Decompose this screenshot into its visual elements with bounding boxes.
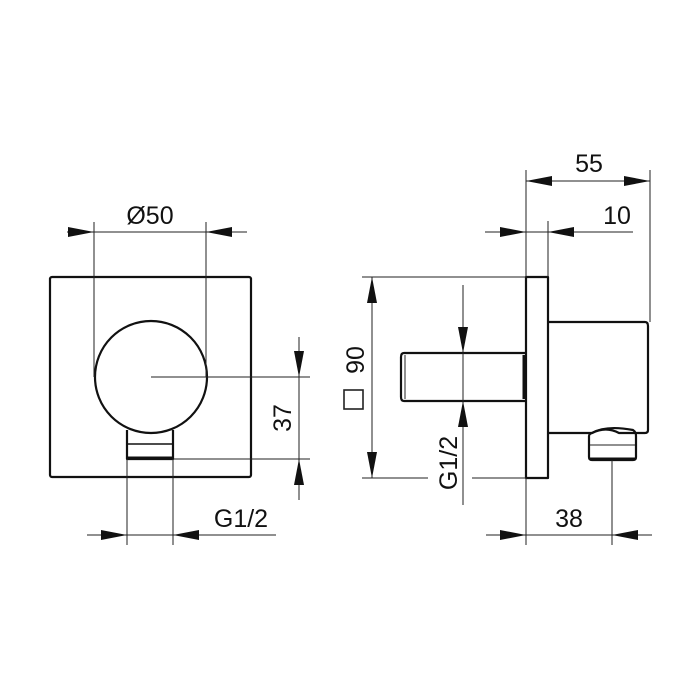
thread-label-front: G1/2	[214, 505, 268, 533]
square-size-label: 90	[342, 346, 370, 374]
thread-dimension-side: G1/2	[435, 285, 468, 505]
square-symbol-icon	[343, 389, 364, 410]
flange-outline	[524, 275, 550, 480]
body-outline	[548, 320, 650, 435]
thread-label-side: G1/2	[435, 436, 463, 490]
flange-thickness-dimension: 10	[485, 202, 633, 277]
flange-thickness-label: 10	[603, 202, 631, 230]
outlet-offset-label: 38	[555, 505, 583, 533]
square-size-dimension: 90	[342, 276, 526, 479]
overall-depth-label: 55	[575, 150, 603, 178]
threaded-pipe	[399, 351, 526, 403]
outlet-nozzle-side	[587, 426, 638, 462]
outlet-offset-dimension: 38	[486, 460, 652, 545]
thread-dimension-front: G1/2	[87, 459, 276, 545]
outlet-nozzle-front	[125, 430, 175, 461]
diameter-label: Ø50	[126, 202, 173, 230]
height-offset-dimension: 37	[151, 337, 310, 500]
diameter-dimension: Ø50	[67, 202, 247, 377]
overall-depth-dimension: 55	[525, 150, 651, 322]
height-offset-label: 37	[269, 404, 297, 432]
side-view: 55 10 90 G1/2	[342, 150, 652, 545]
front-view: Ø50 37 G1/2	[48, 202, 310, 545]
